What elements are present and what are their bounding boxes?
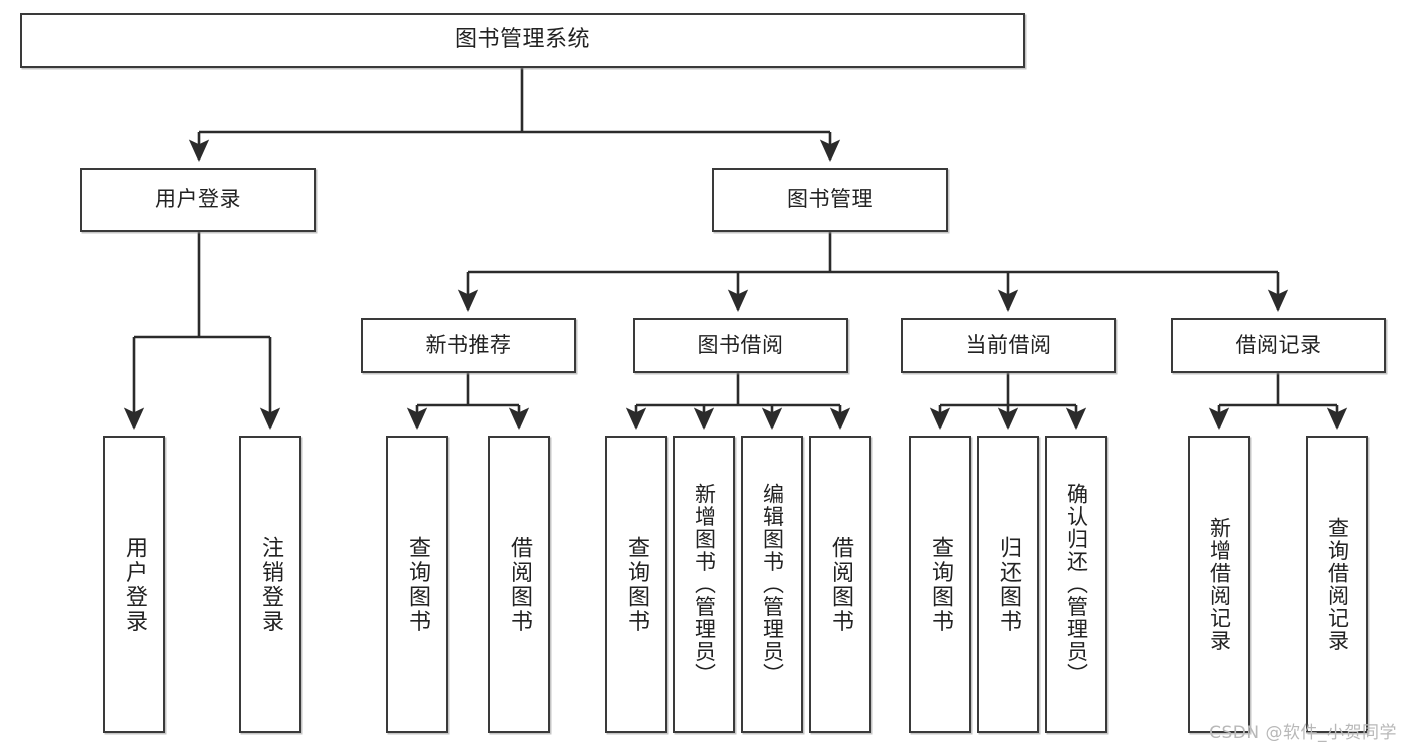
leaf-label: 查询借阅记录 xyxy=(1325,517,1350,652)
node-book-borrow-label: 图书借阅 xyxy=(697,332,784,357)
leaf-book-borrow-edit[interactable]: 编辑图书（管理员） xyxy=(741,436,803,733)
leaf-current-borrow-return[interactable]: 归还图书 xyxy=(977,436,1039,733)
leaf-user-login-logout[interactable]: 注销登录 xyxy=(239,436,301,733)
leaf-label: 用户登录 xyxy=(122,535,147,634)
leaf-new-book-query[interactable]: 查询图书 xyxy=(386,436,448,733)
node-borrow-records-label: 借阅记录 xyxy=(1235,332,1322,357)
leaf-current-borrow-confirm[interactable]: 确认归还（管理员） xyxy=(1045,436,1107,733)
node-book-borrow[interactable]: 图书借阅 xyxy=(633,318,848,373)
node-current-borrow-label: 当前借阅 xyxy=(965,332,1052,357)
leaf-label: 查询图书 xyxy=(624,535,649,634)
leaf-label: 查询图书 xyxy=(928,535,953,634)
leaf-label: 借阅图书 xyxy=(507,535,532,634)
node-root[interactable]: 图书管理系统 xyxy=(20,13,1025,68)
leaf-label: 新增借阅记录 xyxy=(1207,517,1232,652)
leaf-new-book-borrow[interactable]: 借阅图书 xyxy=(488,436,550,733)
node-user-login[interactable]: 用户登录 xyxy=(80,168,316,232)
leaf-label: 新增图书（管理员） xyxy=(692,483,717,686)
leaf-borrow-records-add[interactable]: 新增借阅记录 xyxy=(1188,436,1250,733)
leaf-label: 借阅图书 xyxy=(828,535,853,634)
leaf-book-borrow-borrow[interactable]: 借阅图书 xyxy=(809,436,871,733)
node-current-borrow[interactable]: 当前借阅 xyxy=(901,318,1116,373)
leaf-book-borrow-query[interactable]: 查询图书 xyxy=(605,436,667,733)
node-root-label: 图书管理系统 xyxy=(454,27,590,53)
node-new-book-recommend[interactable]: 新书推荐 xyxy=(361,318,576,373)
leaf-book-borrow-add[interactable]: 新增图书（管理员） xyxy=(673,436,735,733)
leaf-borrow-records-query[interactable]: 查询借阅记录 xyxy=(1306,436,1368,733)
node-borrow-records[interactable]: 借阅记录 xyxy=(1171,318,1386,373)
leaf-label: 确认归还（管理员） xyxy=(1064,483,1089,686)
node-new-book-recommend-label: 新书推荐 xyxy=(425,332,512,357)
leaf-label: 查询图书 xyxy=(405,535,430,634)
node-book-manage-label: 图书管理 xyxy=(787,187,873,212)
node-book-manage[interactable]: 图书管理 xyxy=(712,168,948,232)
node-user-login-label: 用户登录 xyxy=(155,187,241,212)
leaf-label: 编辑图书（管理员） xyxy=(760,483,785,686)
watermark: CSDN @软件_小贺同学 xyxy=(1209,723,1397,743)
leaf-label: 归还图书 xyxy=(996,535,1021,634)
leaf-current-borrow-query[interactable]: 查询图书 xyxy=(909,436,971,733)
leaf-user-login-login[interactable]: 用户登录 xyxy=(103,436,165,733)
leaf-label: 注销登录 xyxy=(258,535,283,634)
